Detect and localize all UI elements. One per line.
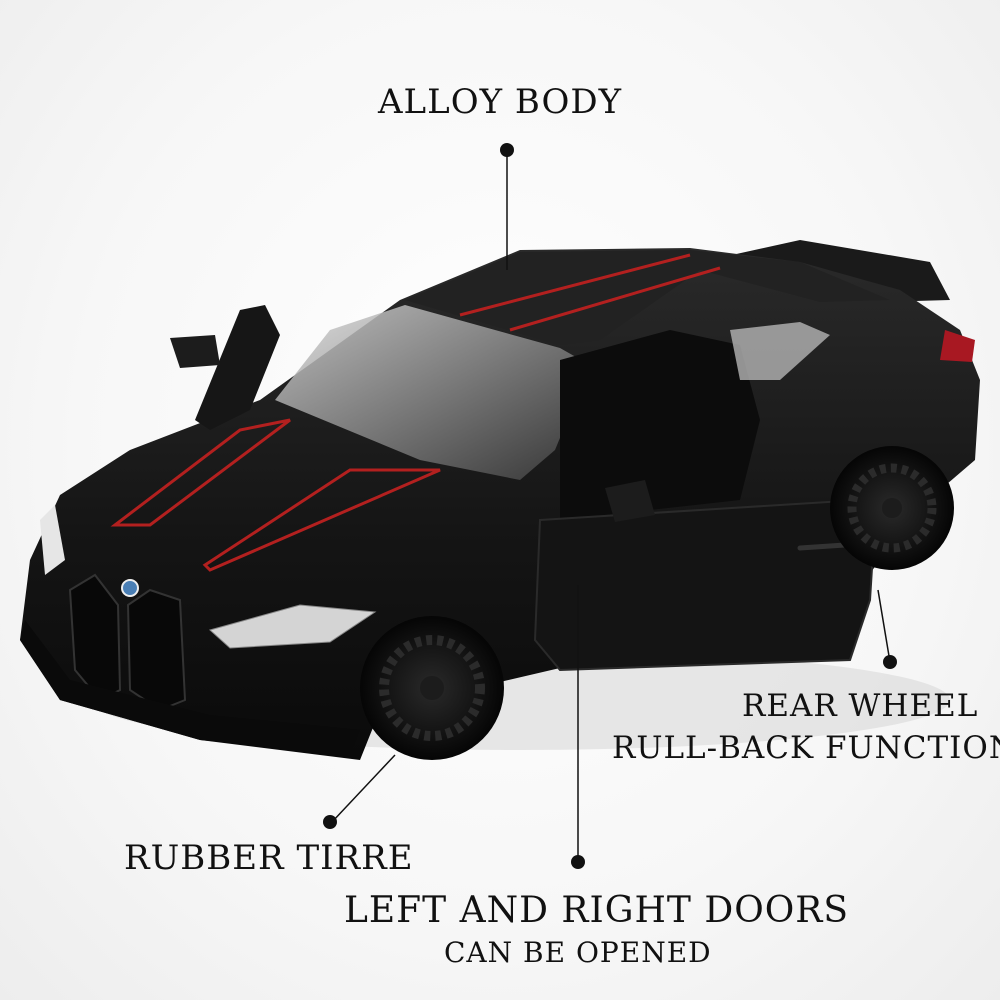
roof-stripe [459,253,691,317]
rubber-tire-callout-dot [323,815,337,829]
rear-wheel-hub [882,498,902,518]
callout-rear-wheel: REAR WHEEL [742,688,979,724]
callout-doors: LEFT AND RIGHT DOORS [344,890,850,931]
grille-right [126,588,187,712]
rear-window [730,322,830,380]
callout-alloy-body: ALLOY BODY [378,82,623,122]
front-wheel-rim [379,635,485,741]
windshield [275,305,590,480]
interior [560,330,760,520]
badge [121,579,139,597]
grille-left [68,573,122,702]
door-handle [797,542,848,551]
rear-wheel-callout-dot [883,655,897,669]
taillight [940,330,975,362]
rear-wheel-callout-line [877,589,891,663]
callout-doors-open: CAN BE OPENED [444,936,712,969]
front-splitter [20,620,360,755]
rear-wheel-rim [847,463,937,553]
right-mirror [605,480,655,522]
left-door [195,305,280,430]
doors-callout-dot [571,855,585,869]
right-headlight [208,604,377,649]
front-wheel-hub [420,676,444,700]
rubber-tire-callout-line [331,754,396,823]
alloy-body-callout-dot [500,143,514,157]
roof [405,250,890,345]
roof-stripe [509,266,721,332]
hood-stripe [202,468,441,572]
left-headlight [40,505,65,575]
right-door [533,498,877,672]
hood-stripe [110,418,291,527]
callout-pull-back-function: RULL-BACK FUNCTION [612,730,1000,766]
left-mirror [170,335,220,368]
callout-rubber-tire: RUBBER TIRRE [124,838,414,878]
